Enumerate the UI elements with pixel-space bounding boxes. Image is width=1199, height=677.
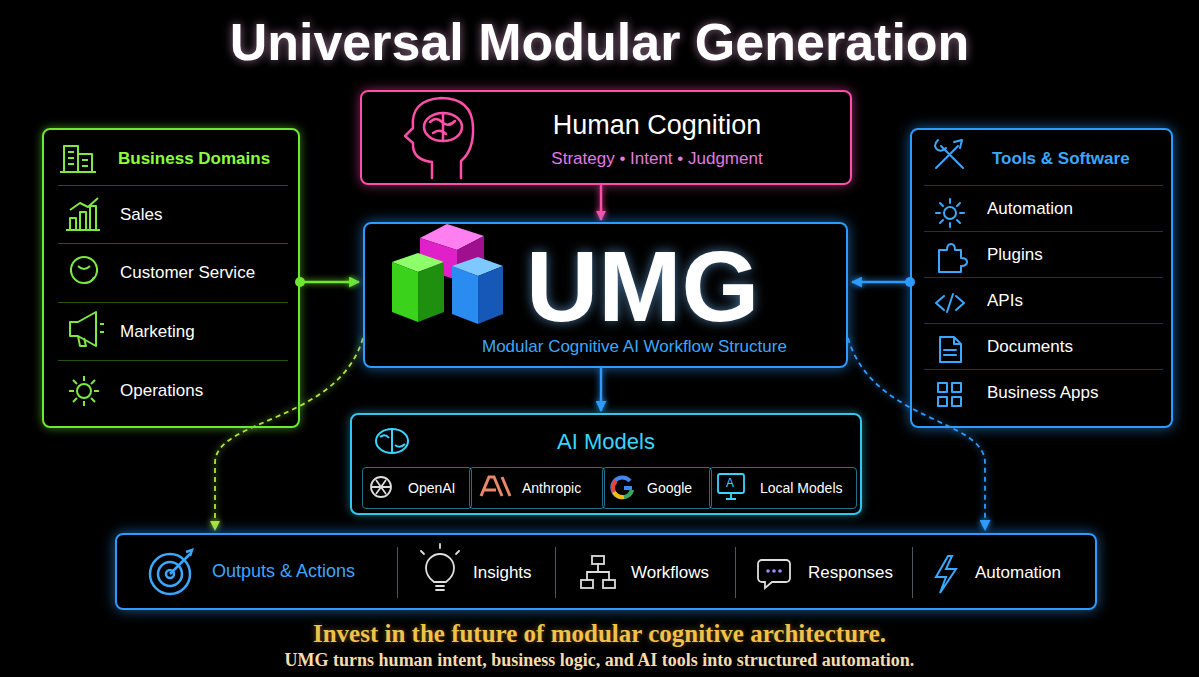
cubes-icon: [392, 224, 503, 324]
subcaption: UMG turns human intent, business logic, …: [285, 650, 915, 671]
node-text: AI Models: [557, 429, 655, 455]
tool-row: Documents: [924, 323, 1163, 369]
tool-row: Business Apps: [924, 369, 1163, 415]
node-text: Business Domains: [118, 149, 270, 169]
domain-row: Operations: [58, 360, 288, 420]
arrow-connector: [600, 185, 603, 220]
domain-row: Sales: [58, 185, 288, 243]
node-text: UMG: [526, 236, 759, 336]
caption: Invest in the future of modular cognitiv…: [313, 620, 886, 648]
dashed-connector: [848, 338, 985, 530]
node-text: Sales: [120, 205, 163, 225]
bolt-icon: [936, 556, 956, 593]
node-text: Business Apps: [987, 383, 1099, 403]
node-text: Tools & Software: [992, 149, 1130, 169]
node-subtext: Strategy • Intent • Judgment: [551, 149, 762, 169]
title: Universal Modular Generation: [230, 12, 970, 72]
output-item: Insights: [397, 547, 565, 598]
domain-panel: Business DomainsSalesCustomer ServiceMar…: [42, 128, 300, 428]
connector-dot: [295, 277, 305, 287]
tool-icons: [935, 140, 967, 406]
node-text: Plugins: [987, 245, 1043, 265]
node-text: Local Models: [760, 480, 843, 496]
node-text: OpenAI: [408, 480, 455, 496]
node-text: Operations: [120, 381, 203, 401]
title-wrap: Universal Modular Generation: [0, 12, 1199, 72]
node-subtext: Modular Cognitive AI Workflow Structure: [482, 337, 787, 357]
target-icon: [150, 550, 192, 594]
node-text: Customer Service: [120, 263, 255, 283]
caption-wrap: Invest in the future of modular cognitiv…: [0, 620, 1199, 671]
model-chip: Anthropic: [469, 467, 605, 509]
ai-brain-icon: [376, 429, 408, 453]
tool-row: APIs: [924, 277, 1163, 323]
openai-logo: [371, 477, 391, 497]
dashed-connector: [215, 338, 363, 530]
node-text: Marketing: [120, 322, 195, 342]
dots-icon: [766, 569, 782, 573]
node-text: APIs: [987, 291, 1023, 311]
tools-panel: Tools & SoftwareAutomationPluginsAPIsDoc…: [910, 128, 1173, 428]
umg-box: UMGModular Cognitive AI Workflow Structu…: [363, 222, 848, 368]
arrow-connector: [852, 281, 910, 284]
node-text: Outputs & Actions: [212, 561, 355, 582]
model-chip: Google: [602, 467, 712, 509]
cognition-box: Human CognitionStrategy • Intent • Judgm…: [360, 90, 852, 185]
models-box: AI ModelsOpenAI Anthropic Google Local Mode…: [350, 413, 862, 515]
output-item: Workflows: [555, 547, 745, 598]
outputs-bar: Outputs & Actions Insights Workflows Respon…: [115, 533, 1097, 610]
node-text: Documents: [987, 337, 1073, 357]
node-text: Automation: [975, 563, 1061, 583]
output-item: Automation: [912, 547, 1092, 598]
arrow-connector: [600, 368, 603, 411]
model-chip: OpenAI: [362, 467, 472, 509]
monitor-icon: [718, 474, 744, 499]
node-text: Responses: [808, 563, 893, 583]
tool-row: Automation: [924, 185, 1163, 231]
node-text: Google: [647, 480, 692, 496]
anthropic-logo: [481, 477, 510, 496]
node-text: Automation: [987, 199, 1073, 219]
tool-row: Plugins: [924, 231, 1163, 277]
node-text: Workflows: [631, 563, 709, 583]
arrow-connector: [300, 281, 359, 284]
node-text: Human Cognition: [553, 110, 762, 141]
google-logo: [612, 477, 632, 497]
output-item: Responses: [735, 547, 922, 598]
icon-letter: A: [726, 476, 734, 490]
node-text: Anthropic: [522, 480, 581, 496]
domain-row: Customer Service: [58, 243, 288, 302]
node-text: Insights: [473, 563, 532, 583]
head-icon: [405, 98, 473, 178]
domain-row: Marketing: [58, 302, 288, 360]
